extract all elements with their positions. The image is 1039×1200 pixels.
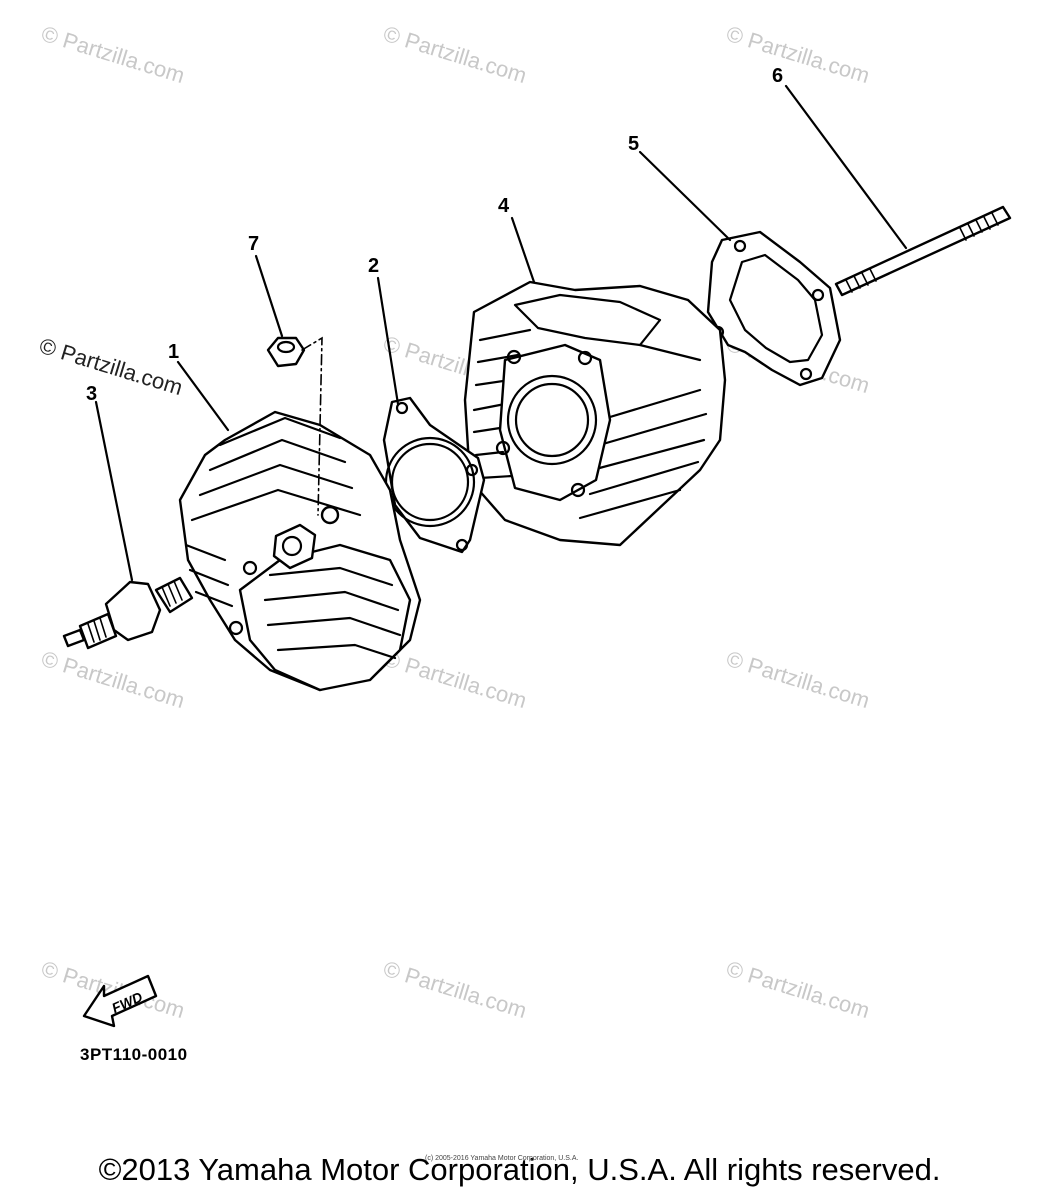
callout-1: 1 [168, 341, 179, 363]
callout-labels: 1 2 3 4 5 6 7 [86, 65, 783, 405]
leader-1 [176, 360, 230, 432]
watermark-3: © Partzilla.com [724, 21, 873, 88]
leader-lines [94, 84, 908, 582]
diagram-code: 3PT110-0010 [80, 1045, 188, 1064]
watermark-1: © Partzilla.com [39, 21, 188, 88]
leader-6 [784, 84, 908, 250]
watermark-11: © Partzilla.com [724, 956, 873, 1023]
leader-5 [638, 150, 732, 242]
part-5-base-gasket[interactable] [706, 230, 842, 387]
part-2-head-gasket[interactable] [382, 396, 486, 554]
watermark-10: © Partzilla.com [381, 956, 530, 1023]
callout-6: 6 [772, 65, 783, 87]
part-3-spark-plug[interactable] [62, 576, 194, 650]
leader-2 [376, 276, 400, 406]
callout-3: 3 [86, 383, 97, 405]
leader-4 [510, 216, 536, 284]
leader-3 [94, 400, 134, 582]
part-4-cylinder[interactable] [463, 280, 727, 547]
exploded-view-svg: © Partzilla.com © Partzilla.com © Partzi… [37, 21, 1012, 1028]
part-7-nut[interactable] [266, 336, 306, 368]
part-1-cylinder-head[interactable] [178, 410, 422, 692]
leader-7 [254, 254, 284, 338]
assembly-axis-7 [301, 336, 323, 516]
callout-5: 5 [628, 133, 639, 155]
copyright-notice: ©2013 Yamaha Motor Corporation, U.S.A. A… [98, 1152, 941, 1187]
callout-7: 7 [248, 233, 259, 255]
callout-4: 4 [498, 195, 510, 217]
part-6-stud-bolt[interactable] [834, 205, 1012, 297]
watermark-7: © Partzilla.com [381, 646, 530, 713]
small-copyright: (c) 2005-2016 Yamaha Motor Corporation, … [425, 1155, 579, 1162]
watermark-6: © Partzilla.com [39, 646, 188, 713]
watermark-8: © Partzilla.com [724, 646, 873, 713]
watermark-overlay: © Partzilla.com [37, 333, 186, 400]
watermark-2: © Partzilla.com [381, 21, 530, 88]
callout-2: 2 [368, 255, 379, 277]
